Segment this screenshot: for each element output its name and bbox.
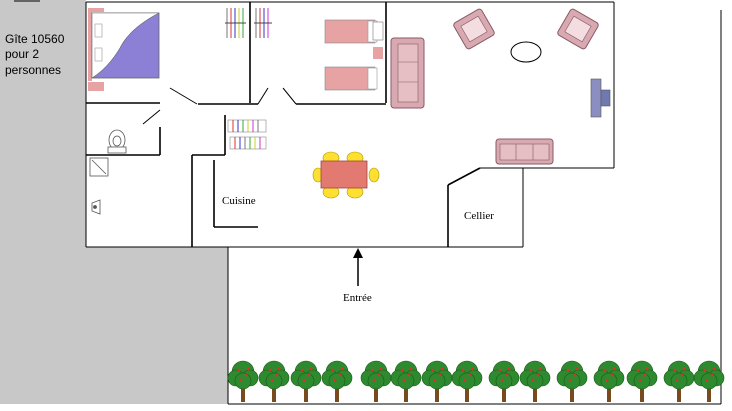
tree-icon <box>421 360 453 402</box>
entrance-label: Entrée <box>343 292 372 304</box>
sofa-vertical <box>390 37 425 109</box>
tree-icon <box>519 360 551 402</box>
tree-icon <box>593 360 625 402</box>
tree-icon <box>321 360 353 402</box>
double-bed <box>88 8 160 91</box>
armchair-left <box>453 8 495 50</box>
arrow-up-icon <box>353 248 363 286</box>
tree-icon <box>626 360 658 402</box>
washbasin <box>91 199 101 215</box>
tree-icon <box>360 360 392 402</box>
twin-beds <box>324 19 384 91</box>
interior-walls <box>86 2 481 247</box>
tree-icon <box>663 360 695 402</box>
kitchen-counter <box>227 119 267 150</box>
wardrobe-bedroom-2 <box>254 8 272 38</box>
tree-row <box>227 360 725 402</box>
tree-icon <box>258 360 290 402</box>
shower <box>89 157 109 177</box>
gite-caption-line1: Gîte 10560 <box>5 32 65 46</box>
tree-icon <box>390 360 422 402</box>
kitchen-label: Cuisine <box>222 195 256 207</box>
gite-caption-line2: pour 2 <box>5 47 39 61</box>
storage-label: Cellier <box>464 210 494 222</box>
toilet <box>107 129 127 154</box>
tree-icon <box>693 360 725 402</box>
sofa-horizontal <box>495 138 554 165</box>
tree-icon <box>451 360 483 402</box>
house-walls <box>85 1 615 248</box>
tree-icon <box>556 360 588 402</box>
coffee-table <box>510 41 542 63</box>
grey-zone <box>0 0 228 404</box>
tree-icon <box>488 360 520 402</box>
tv-unit <box>590 78 611 118</box>
dining-table <box>312 151 380 199</box>
tree-icon <box>290 360 322 402</box>
garden-boundary <box>227 10 722 405</box>
door-swings <box>142 87 297 125</box>
wardrobe-bedroom-1 <box>225 8 246 38</box>
tree-icon <box>227 360 259 402</box>
armchair-right <box>557 8 599 50</box>
gite-caption-line3: personnes <box>5 63 61 77</box>
